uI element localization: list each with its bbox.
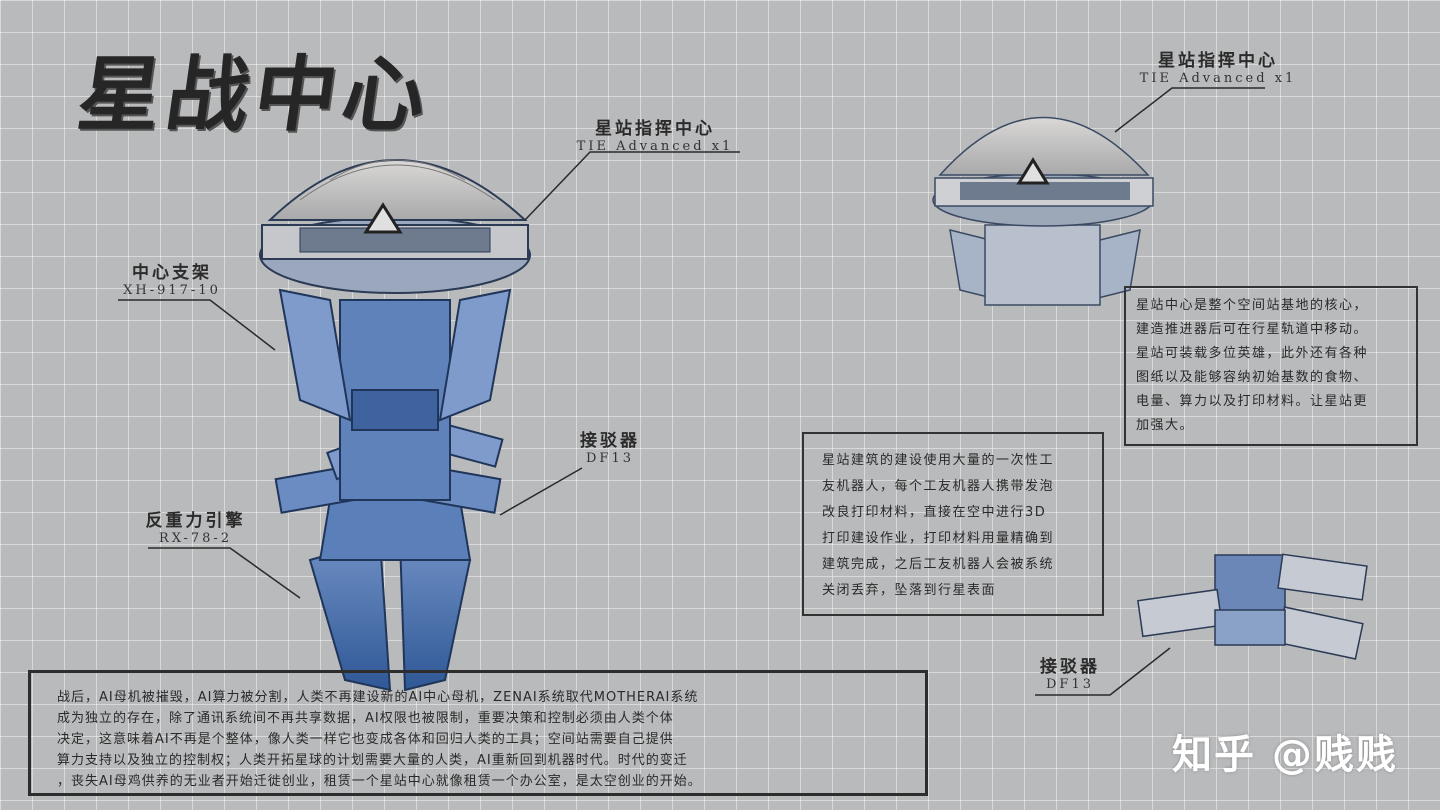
construction-description-line: 打印建设作业，打印材料用量精确到 — [822, 531, 1055, 546]
callout-docking-detail-code: DF13 — [1046, 677, 1094, 692]
callout-command-center-detail-code: TIE Advanced x1 — [1139, 71, 1297, 86]
callout-command-center-code: TIE Advanced x1 — [576, 139, 734, 154]
story-line: 战后，AI母机被摧毁，AI算力被分割，人类不再建设新的AI中心母机，ZENAI系… — [57, 690, 699, 705]
callout-antigravity-name: 反重力引擎 — [145, 511, 246, 531]
callout-center-frame-code: XH-917-10 — [123, 283, 221, 298]
callout-docking-detail-name: 接驳器 — [1040, 657, 1100, 677]
callout-docking-name: 接驳器 — [580, 431, 640, 451]
construction-description-line: 建筑完成，之后工友机器人会被系统 — [822, 557, 1055, 572]
construction-description-line: 星站建筑的建设使用大量的一次性工 — [822, 453, 1055, 468]
leader-lines — [118, 87, 1265, 696]
callout-command-center: 星站指挥中心 TIE Advanced x1 — [570, 114, 740, 154]
story-line: 成为独立的存在，除了通讯系统间不再共享数据，AI权限也被限制，重要决策和控制必须… — [57, 711, 674, 726]
callout-antigravity-code: RX-78-2 — [158, 531, 233, 546]
station-description-line: 建造推进器后可在行星轨道中移动。 — [1136, 322, 1369, 337]
station-description-line: 星站中心是整个空间站基地的核心， — [1136, 298, 1369, 313]
construction-description-line: 关闭丢弃，坠落到行星表面 — [822, 583, 997, 598]
callout-center-frame-name: 中心支架 — [132, 263, 212, 283]
story-line: 算力支持以及独立的控制权；人类开拓星球的计划需要大量的人类，AI重新回到机器时代… — [57, 753, 688, 768]
main-station-drawing — [259, 159, 531, 692]
story-line: ，丧失AI母鸡供养的无业者开始迁徙创业，租赁一个星站中心就像租赁一个办公室，是太… — [57, 774, 702, 789]
callout-docking: 接驳器 DF13 — [570, 426, 650, 466]
story-line: 决定，这意味着AI不再是个整体，像人类一样它也变成各体和回归人类的工具；空间站需… — [57, 732, 674, 747]
construction-description-line: 友机器人，每个工友机器人携带发泡 — [822, 479, 1055, 494]
dome-detail-drawing — [932, 116, 1154, 306]
story-box: 战后，AI母机被摧毁，AI算力被分割，人类不再建设新的AI中心母机，ZENAI系… — [28, 670, 928, 796]
station-description-line: 电量、算力以及打印材料。让星站更 — [1136, 394, 1369, 409]
callout-docking-detail: 接驳器 DF13 — [1030, 652, 1110, 692]
callout-command-center-detail-name: 星站指挥中心 — [1158, 51, 1278, 71]
station-description-line: 图纸以及能够容纳初始基数的食物、 — [1136, 370, 1369, 385]
station-description-line: 星站可装载多位英雄，此外还有各种 — [1136, 346, 1369, 361]
callout-docking-code: DF13 — [586, 451, 634, 466]
callout-command-center-detail: 星站指挥中心 TIE Advanced x1 — [1128, 46, 1308, 86]
station-description-line: 加强大。 — [1136, 418, 1195, 433]
docking-detail-drawing — [1137, 553, 1368, 660]
callout-center-frame: 中心支架 XH-917-10 — [112, 258, 232, 298]
callout-command-center-name: 星站指挥中心 — [595, 119, 715, 139]
callout-antigravity: 反重力引擎 RX-78-2 — [138, 506, 253, 546]
watermark: 知乎 @贱贱 — [1172, 732, 1398, 778]
construction-description-line: 改良打印材料，直接在空中进行3D — [822, 505, 1047, 520]
construction-description-box: 星站建筑的建设使用大量的一次性工 友机器人，每个工友机器人携带发泡 改良打印材料… — [802, 432, 1104, 616]
page-title: 星战中心 — [72, 48, 438, 143]
station-description-box: 星站中心是整个空间站基地的核心， 建造推进器后可在行星轨道中移动。 星站可装载多… — [1124, 286, 1418, 446]
